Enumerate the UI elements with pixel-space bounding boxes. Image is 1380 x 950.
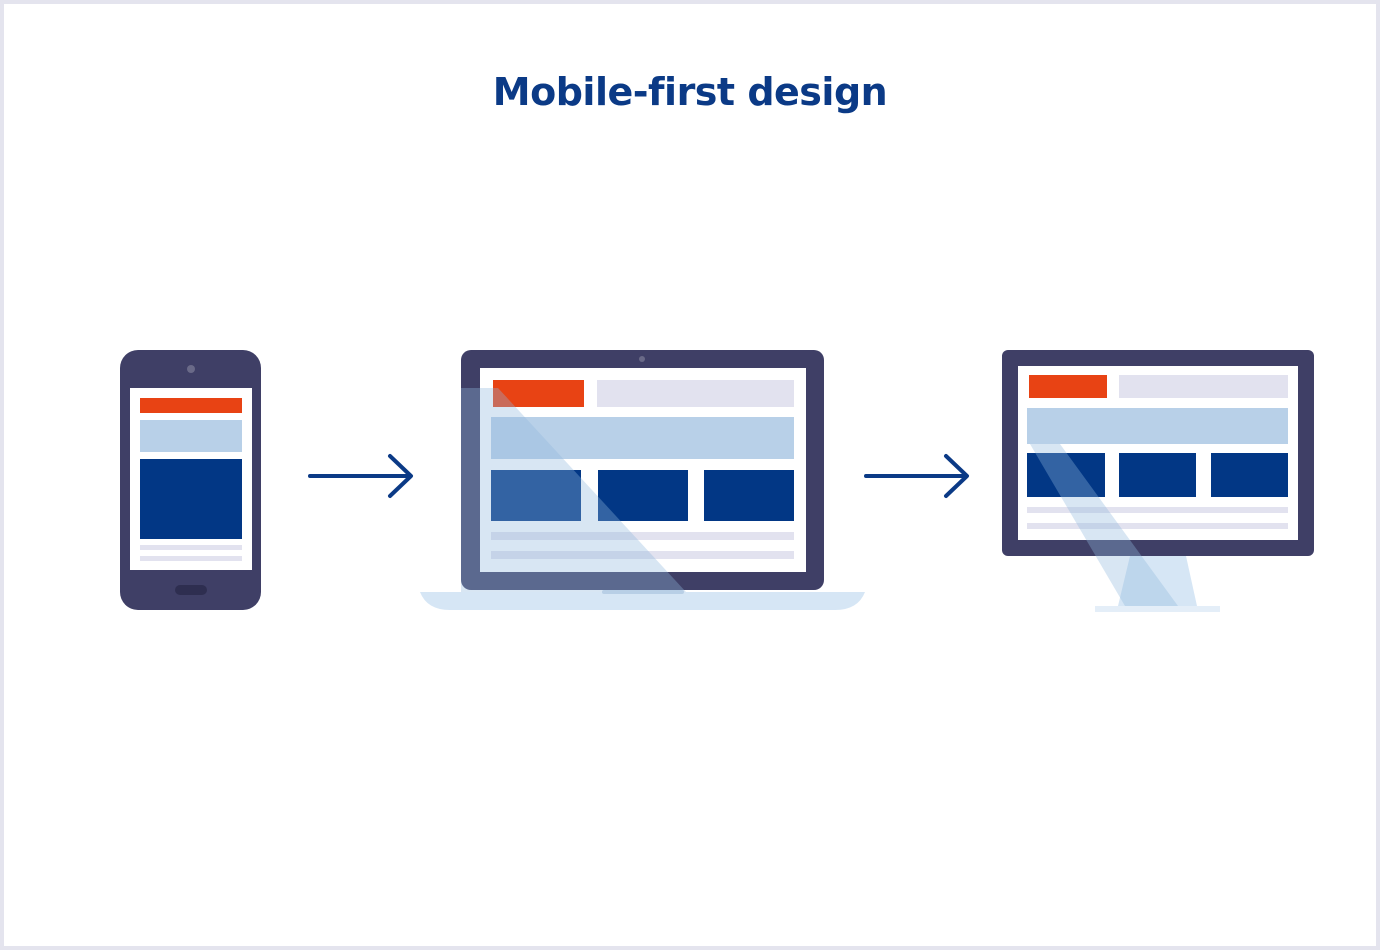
phone-camera-icon	[187, 365, 195, 373]
laptop-device	[420, 350, 865, 610]
laptop-camera-icon	[639, 356, 645, 362]
devices-illustration	[120, 350, 1314, 612]
page-title: Mobile-first design	[492, 70, 888, 114]
phone-home-button	[175, 585, 207, 595]
arrow-right-icon	[308, 454, 413, 498]
arrow-right-icon	[864, 454, 969, 498]
desktop-monitor-device	[1002, 350, 1314, 612]
phone-device	[120, 350, 261, 610]
diagram-canvas: Mobile-first design	[4, 4, 1376, 946]
